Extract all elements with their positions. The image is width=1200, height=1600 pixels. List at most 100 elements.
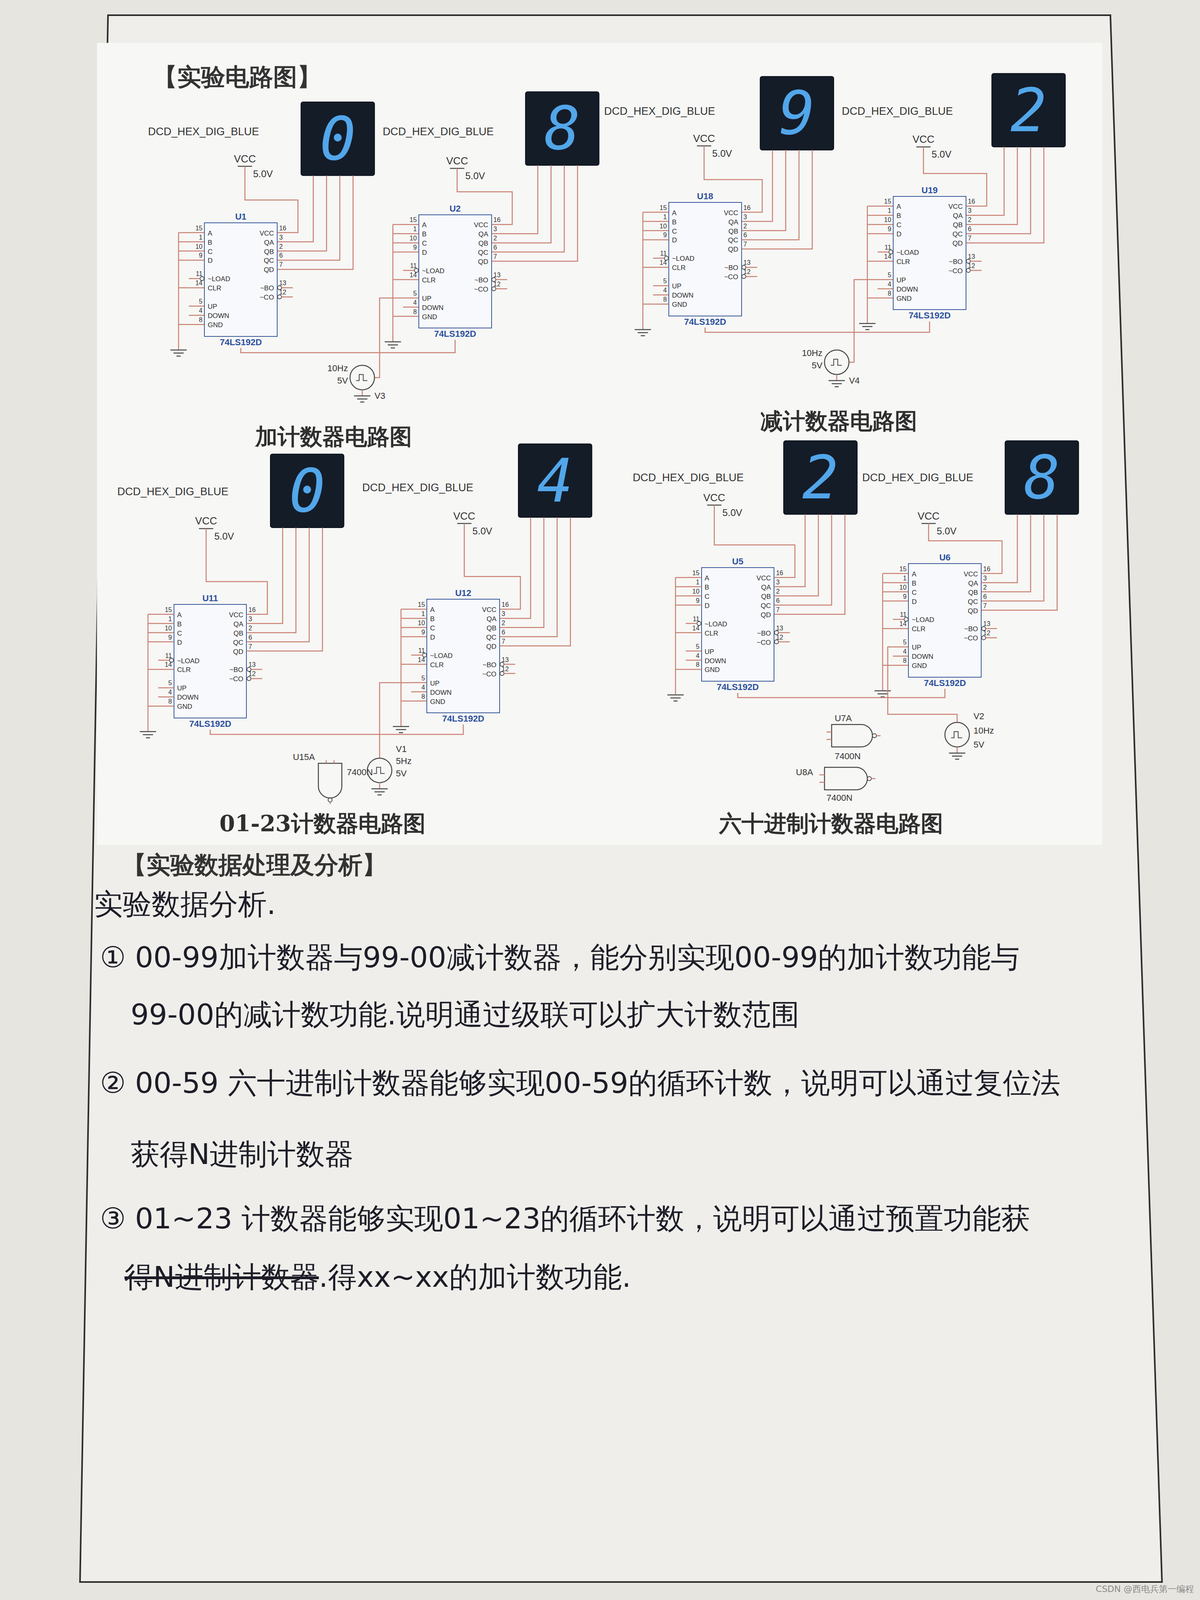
pin-number: 15 bbox=[659, 204, 667, 212]
pin-name: QC bbox=[728, 236, 739, 245]
ground-symbol bbox=[357, 398, 368, 400]
pin-number: 13 bbox=[776, 624, 784, 632]
pin-stub bbox=[685, 595, 701, 597]
display-type: DCD_HEX_DIG_BLUE bbox=[117, 485, 229, 498]
section-heading: 【实验电路图】 bbox=[153, 63, 322, 91]
display-type: DCD_HEX_DIG_BLUE bbox=[382, 125, 494, 138]
wire bbox=[642, 220, 654, 222]
handwritten-note: ② 00-59 六十进制计数器能够实现00-59的循环计数，说明可以通过复位法 bbox=[100, 1066, 1061, 1100]
figure-caption: 六十进制计数器电路图 bbox=[719, 810, 944, 836]
pin-name: C bbox=[177, 629, 182, 638]
pin-name: DOWN bbox=[896, 285, 918, 294]
display-wire bbox=[292, 175, 354, 270]
pin-name: VCC bbox=[474, 221, 489, 230]
pin-number: 1 bbox=[198, 233, 203, 241]
wire bbox=[675, 668, 686, 670]
pin-number: 10 bbox=[164, 624, 172, 632]
pin-number: 16 bbox=[279, 224, 287, 232]
pin-number: 11 bbox=[692, 615, 700, 623]
display-wire bbox=[789, 514, 805, 587]
pin-number: 8 bbox=[887, 289, 892, 297]
pin-number: 2 bbox=[743, 222, 748, 230]
pin-name: C bbox=[896, 221, 902, 230]
pin-number: 8 bbox=[663, 296, 667, 304]
handwritten-note: 获得N进制计数器 bbox=[130, 1137, 354, 1171]
pin-name: DOWN bbox=[422, 304, 444, 312]
pin-stub bbox=[892, 646, 908, 648]
pin-number: 9 bbox=[168, 633, 172, 641]
pin-number: 11 bbox=[418, 646, 426, 654]
display-type: DCD_HEX_DIG_BLUE bbox=[842, 105, 954, 118]
pin-name: GND bbox=[207, 321, 223, 330]
display-wire bbox=[757, 150, 773, 222]
ground-symbol bbox=[952, 755, 963, 757]
voltage-label: 5.0V bbox=[465, 170, 485, 182]
clock-source bbox=[944, 722, 970, 747]
pin-number: 14 bbox=[195, 279, 203, 287]
pin-stub bbox=[277, 241, 293, 243]
pin-name: D bbox=[207, 256, 213, 265]
pin-stub bbox=[970, 260, 982, 262]
wire bbox=[392, 242, 404, 244]
pin-name: GND bbox=[911, 662, 927, 670]
wire bbox=[148, 613, 159, 615]
carry-wire bbox=[737, 688, 945, 698]
pin-number: 10 bbox=[884, 216, 892, 224]
pin-name: C bbox=[911, 588, 917, 597]
pin-number: 12 bbox=[248, 670, 256, 678]
nand-gate bbox=[318, 763, 342, 798]
chip-reference: U11 bbox=[173, 592, 248, 604]
ground-symbol bbox=[874, 690, 891, 692]
pin-stub bbox=[892, 591, 908, 593]
nand-gate bbox=[824, 767, 868, 790]
pin-name: UP bbox=[672, 282, 682, 291]
pin-name: B bbox=[704, 583, 710, 592]
pin-name: CLR bbox=[672, 264, 686, 272]
pin-name: ~BO bbox=[260, 284, 274, 293]
wire bbox=[882, 600, 894, 602]
pin-name: B bbox=[177, 620, 182, 629]
ground-symbol bbox=[146, 737, 150, 739]
pin-name: A bbox=[911, 570, 916, 579]
part-number: 74LS192D bbox=[426, 713, 500, 725]
pin-stub bbox=[981, 572, 997, 574]
pin-stub bbox=[774, 613, 790, 615]
seven-segment-display bbox=[525, 92, 600, 166]
pin-name: ~CO bbox=[948, 267, 963, 276]
pin-stub bbox=[281, 296, 293, 298]
pin-number: 12 bbox=[743, 268, 751, 276]
pin-number: 4 bbox=[696, 652, 700, 660]
pin-stub bbox=[492, 233, 508, 235]
pin-number: 13 bbox=[743, 259, 751, 267]
square-wave bbox=[830, 359, 842, 366]
pin-number: 3 bbox=[279, 233, 283, 241]
pin-number: 2 bbox=[248, 624, 252, 632]
pin-stub bbox=[742, 220, 758, 222]
pin-number: 5 bbox=[887, 271, 892, 279]
pin-stub bbox=[892, 572, 908, 574]
pin-stub bbox=[892, 655, 908, 657]
display-wire bbox=[292, 175, 327, 252]
ground-symbol bbox=[865, 329, 870, 331]
part-number: 74LS192D bbox=[668, 316, 742, 328]
pin-name: UP bbox=[177, 684, 187, 693]
pin-stub bbox=[158, 613, 174, 615]
gate-output bbox=[329, 802, 331, 804]
wire bbox=[178, 324, 189, 326]
pin-name: CLR bbox=[177, 666, 191, 674]
clock-wire bbox=[379, 682, 412, 759]
pin-name: QD bbox=[263, 266, 274, 274]
pin-number: 3 bbox=[501, 610, 506, 618]
pin-stub bbox=[966, 205, 982, 207]
pin-stub bbox=[877, 251, 889, 253]
pin-number: 10 bbox=[692, 587, 700, 595]
pin-number: 14 bbox=[899, 620, 907, 628]
pin-name: ~BO bbox=[948, 258, 963, 266]
pin-number: 9 bbox=[413, 244, 417, 252]
pin-name: CLR bbox=[422, 276, 436, 285]
pin-name: QB bbox=[264, 248, 274, 256]
pin-name: DOWN bbox=[207, 312, 230, 320]
component-label: 10Hz bbox=[973, 725, 994, 736]
display-wire bbox=[507, 165, 565, 252]
pin-stub bbox=[981, 600, 997, 602]
